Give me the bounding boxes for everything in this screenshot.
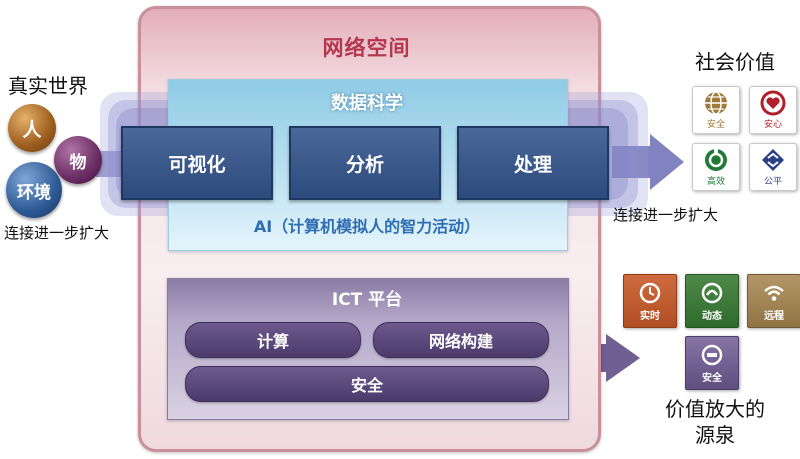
person-sphere: 人 <box>8 104 56 152</box>
value-source-title: 价值放大的 源泉 <box>640 396 790 448</box>
source-tile-label: 远程 <box>764 310 784 322</box>
analysis-box: 分析 <box>289 126 441 200</box>
efficiency-icon <box>705 149 727 171</box>
social-tile-safe: 安全 <box>692 86 740 134</box>
source-tile-label: 安全 <box>702 372 722 384</box>
left-expand-text: 连接进一步扩大 <box>4 224 110 242</box>
ict-platform-title: ICT 平台 <box>331 290 403 310</box>
social-tile-peace: 安心 <box>749 86 797 134</box>
source-tile-security: 安全 <box>685 336 739 390</box>
computing-pill: 计算 <box>185 322 361 358</box>
cyber-space-title: 网络空间 <box>322 36 411 60</box>
social-value-title: 社会价值 <box>695 50 775 74</box>
environment-sphere: 环境 <box>6 162 62 218</box>
data-science-title: 数据科学 <box>331 93 403 114</box>
clock-icon <box>639 282 661 303</box>
output-arrow <box>612 134 684 190</box>
globe-icon <box>705 91 727 115</box>
right-expand-text: 连接进一步扩大 <box>613 206 719 224</box>
lock-icon <box>701 344 723 365</box>
social-tile-fairness: 公平 <box>749 143 797 191</box>
motion-icon <box>701 282 723 303</box>
visualization-box: 可视化 <box>121 126 273 200</box>
processing-box: 处理 <box>457 126 609 200</box>
social-tile-label: 高效 <box>706 177 725 187</box>
source-tile-label: 实时 <box>640 310 660 322</box>
balance-icon <box>762 149 784 171</box>
social-tile-label: 安全 <box>706 120 725 130</box>
value-source-title-line2: 源泉 <box>695 423 735 447</box>
thing-sphere: 物 <box>54 136 102 184</box>
wifi-icon <box>764 285 784 301</box>
real-world-title: 真实世界 <box>8 74 88 98</box>
heart-shield-icon <box>760 90 786 116</box>
network-building-pill: 网络构建 <box>373 322 549 358</box>
source-tile-label: 动态 <box>702 310 722 322</box>
value-source-title-line1: 价值放大的 <box>665 397 765 421</box>
source-tile-realtime: 实时 <box>623 274 677 328</box>
social-tile-efficiency: 高效 <box>692 143 740 191</box>
social-tile-label: 公平 <box>763 177 782 187</box>
social-tile-label: 安心 <box>763 120 782 130</box>
security-pill: 安全 <box>185 366 549 402</box>
source-tile-remote: 远程 <box>747 274 800 328</box>
source-tile-dynamic: 动态 <box>685 274 739 328</box>
ai-label: AI（计算机模拟人的智力活动） <box>253 217 481 236</box>
